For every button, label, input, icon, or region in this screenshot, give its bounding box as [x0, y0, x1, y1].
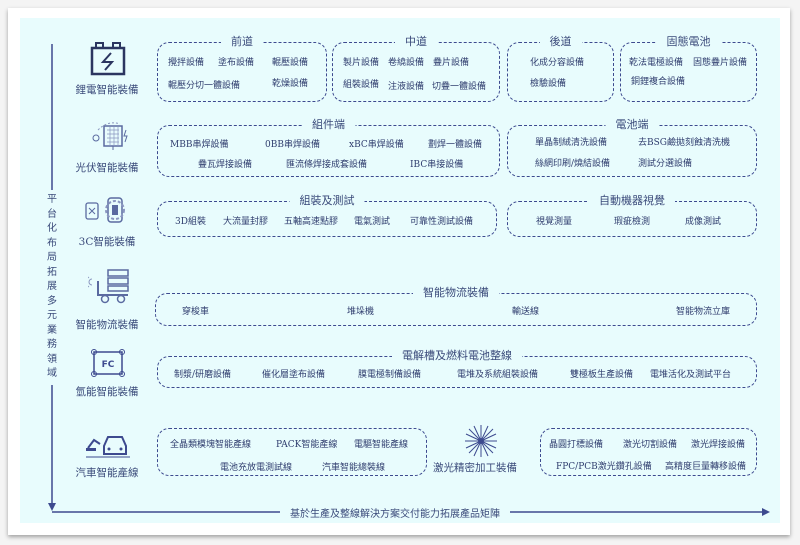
item: 銅鋰複合設備 [631, 77, 686, 87]
group-cell: 電池端 單晶制絨清洗設備 去BSG鹼拋刻蝕清洗機 絲網印刷/燒結設備 測試分選設… [507, 117, 757, 177]
phone-gear-icon [85, 197, 125, 223]
item: 電堆活化及測試平台 [650, 370, 732, 380]
item: 堆垛機 [347, 307, 375, 317]
item: FPC/PCB激光鑽孔設備 [556, 462, 652, 472]
category-lithium: 鋰電智能裝備 [75, 84, 139, 96]
solar-panel-icon [92, 122, 128, 150]
vertical-axis-label: 平台化布局拓展多元業務領域 [46, 190, 58, 385]
group-title: 電池端 [605, 117, 659, 133]
item: 催化層塗布設備 [262, 370, 326, 380]
item: 疊瓦焊接設備 [198, 160, 253, 170]
group-logistics: 智能物流裝備 穿梭車 堆垛機 輸送線 智能物流立庫 [155, 285, 757, 326]
item: 膜電極制備設備 [358, 370, 422, 380]
item: 激光焊接設備 [691, 440, 746, 450]
item: 智能物流立庫 [676, 307, 731, 317]
forklift-icon [88, 269, 129, 304]
item: 電堆及系統組裝設備 [457, 370, 539, 380]
item: 單晶制絨清洗設備 [535, 138, 608, 148]
item: 切疊一體設備 [432, 82, 487, 92]
item: 高精度巨量轉移設備 [665, 462, 747, 472]
group-front: 前道 攪拌設備 塗布設備 輥壓設備 輥壓分切一體設備 乾燥設備 [157, 34, 327, 102]
item: 五軸高速點膠 [284, 217, 339, 227]
group-back: 後道 化成分容設備 檢驗設備 [507, 34, 614, 102]
group-title: 前道 [221, 34, 263, 50]
category-logistics: 智能物流裝備 [75, 319, 139, 331]
item: 電池充放電測試線 [220, 463, 293, 473]
group-laser: 晶圓打標設備 激光切割設備 激光焊接設備 FPC/PCB激光鑽孔設備 高精度巨量… [540, 428, 757, 476]
item: 雙極板生產設備 [570, 370, 634, 380]
item: PACK智能產線 [276, 440, 338, 450]
item: 化成分容設備 [530, 58, 585, 68]
item: IBC串接設備 [410, 160, 464, 170]
item: 劃焊一體設備 [428, 140, 483, 150]
group-title: 組裝及測試 [289, 193, 365, 209]
item: 去BSG鹼拋刻蝕清洗機 [638, 138, 730, 148]
svg-text:FC: FC [102, 360, 115, 370]
item: 固態疊片設備 [693, 58, 748, 68]
item: 製片設備 [343, 58, 380, 68]
group-assembly-test: 組裝及測試 3D組裝 大流量封膠 五軸高速點膠 電氣測試 可靠性測試設備 [157, 193, 497, 237]
item: 攪拌設備 [168, 58, 205, 68]
group-solid-state: 固態電池 乾法電極設備 固態疊片設備 銅鋰複合設備 [620, 34, 757, 102]
horizontal-axis-label: 基於生產及整線解決方案交付能力拓展產品矩陣 [280, 505, 510, 520]
fuel-cell-icon: FC [91, 349, 125, 377]
car-robot-icon [86, 436, 130, 458]
item: 測試分選設備 [638, 159, 693, 169]
item: 組裝設備 [343, 80, 380, 90]
item: 檢驗設備 [530, 79, 567, 89]
item: 乾法電極設備 [629, 58, 684, 68]
group-title: 後道 [539, 34, 582, 50]
category-auto: 汽車智能產線 [75, 467, 139, 479]
item: xBC串焊設備 [349, 140, 404, 150]
item: 制漿/研磨設備 [174, 370, 232, 380]
item: 匯流條焊接成套設備 [286, 160, 368, 170]
group-hydrogen: 電解槽及燃料電池整線 制漿/研磨設備 催化層塗布設備 膜電極制備設備 電堆及系統… [157, 348, 757, 388]
item: 激光切割設備 [623, 440, 678, 450]
item: 電氣測試 [354, 217, 391, 227]
item: 瑕疵檢測 [614, 217, 651, 227]
group-machine-vision: 自動機器視覺 視覺測量 瑕疵檢測 成像測試 [507, 193, 757, 237]
item: 疊片設備 [433, 58, 470, 68]
item: 乾燥設備 [272, 79, 309, 89]
item: 3D組裝 [175, 217, 206, 227]
group-auto-lines: 全晶類模塊智能產線 PACK智能產線 電驅智能產線 電池充放電測試線 汽車智能總… [157, 428, 427, 476]
item: 全晶類模塊智能產線 [170, 440, 252, 450]
item: 可靠性測試設備 [410, 217, 474, 227]
item: 輥壓設備 [272, 58, 309, 68]
group-title: 中道 [395, 34, 437, 50]
diagram-background [20, 18, 780, 523]
group-module: 組件端 MBB串焊設備 0BB串焊設備 xBC串焊設備 劃焊一體設備 疊瓦焊接設… [157, 117, 500, 177]
battery-icon [90, 42, 126, 76]
group-middle: 中道 製片設備 卷繞設備 疊片設備 組裝設備 注液設備 切疊一體設備 [332, 34, 500, 102]
item: 晶圓打標設備 [549, 440, 604, 450]
laser-title: 激光精密加工裝備 [433, 462, 517, 474]
category-3c: 3C智能裝備 [78, 236, 136, 248]
group-title: 智能物流裝備 [413, 285, 499, 301]
item: 卷繞設備 [388, 58, 425, 68]
group-title: 組件端 [302, 117, 355, 133]
item: 0BB串焊設備 [265, 140, 320, 150]
item: 成像測試 [685, 217, 722, 227]
item: 電驅智能產線 [354, 440, 409, 450]
group-title: 自動機器視覺 [589, 193, 675, 209]
item: 塗布設備 [218, 58, 255, 68]
item: 輥壓分切一體設備 [168, 81, 241, 91]
group-title: 固態電池 [656, 34, 721, 50]
laser-burst-icon [465, 425, 497, 457]
item: 絲網印刷/燒結設備 [535, 159, 611, 169]
item: 注液設備 [388, 82, 425, 92]
item: MBB串焊設備 [170, 140, 229, 150]
item: 輸送線 [512, 307, 540, 317]
category-pv: 光伏智能裝備 [75, 162, 139, 174]
category-hydrogen: 氫能智能裝備 [75, 386, 139, 398]
item: 汽車智能總裝線 [322, 463, 386, 473]
group-title: 電解槽及燃料電池整線 [392, 348, 522, 364]
item: 視覺測量 [536, 217, 573, 227]
item: 穿梭車 [182, 307, 210, 317]
item: 大流量封膠 [223, 217, 269, 227]
